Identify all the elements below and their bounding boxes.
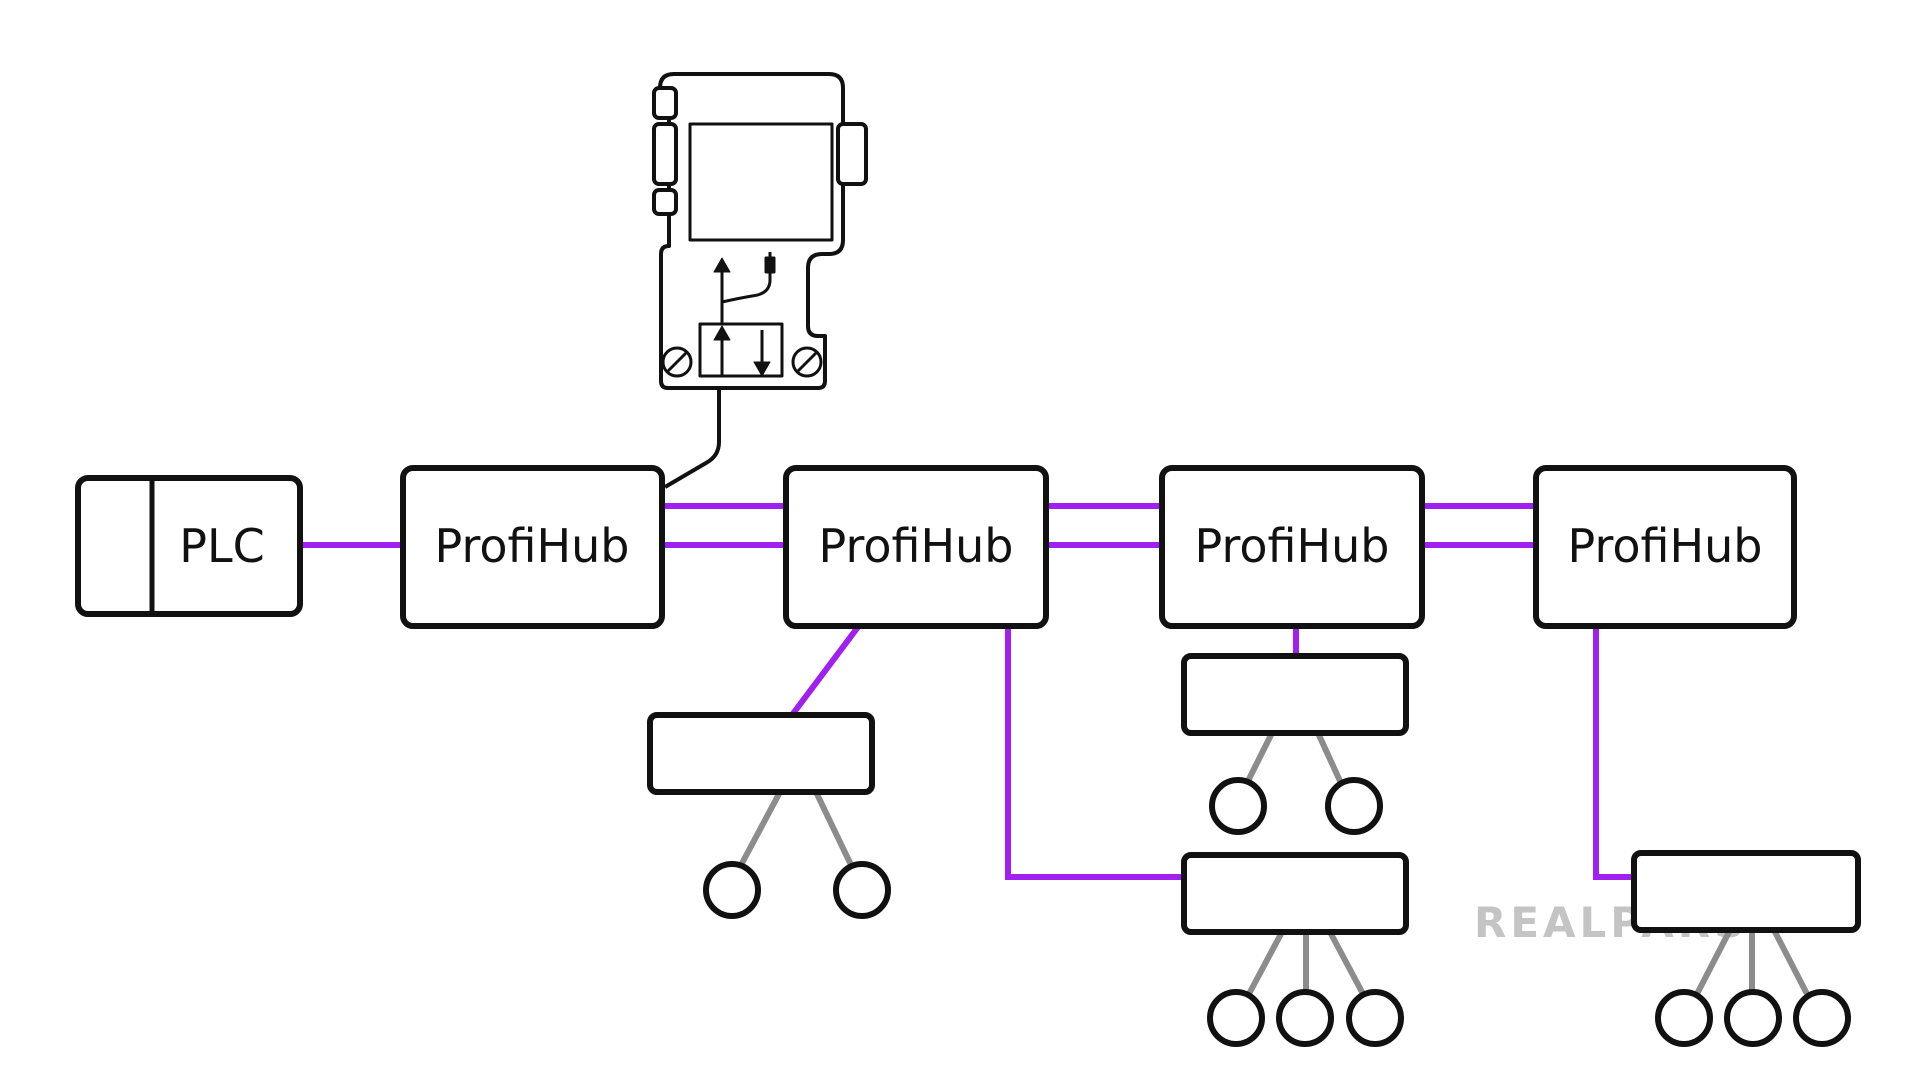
- bus-connector-plug: [652, 72, 868, 489]
- connector-window: [688, 122, 834, 242]
- plc-box: PLC: [75, 475, 303, 617]
- field-device: [1276, 989, 1334, 1047]
- connector-tab: [836, 122, 868, 186]
- device-line: [737, 789, 783, 870]
- connector-tab: [652, 188, 678, 216]
- connector-switch-box: [698, 322, 784, 378]
- connector-arrows: [713, 252, 776, 377]
- connector-screw-right: [791, 346, 823, 378]
- field-device: [1207, 989, 1265, 1047]
- slave-boxes: [647, 653, 1861, 935]
- slave-box-a: [647, 712, 875, 795]
- field-devices: [703, 777, 1851, 1047]
- device-line: [1695, 927, 1733, 995]
- field-device: [1724, 989, 1782, 1047]
- plc-label: PLC: [179, 519, 265, 573]
- connector-cable: [663, 388, 721, 489]
- device-line: [1327, 929, 1365, 995]
- field-device: [1325, 777, 1383, 835]
- profihub-4: ProfiHub: [1533, 465, 1797, 629]
- bus-lines: [297, 503, 1637, 880]
- profihub-3: ProfiHub: [1159, 465, 1425, 629]
- hub2-to-slave-c-line: [1005, 624, 1187, 880]
- hub2-to-slave-a-line: [789, 624, 861, 718]
- profihub-label: ProfiHub: [1195, 519, 1390, 573]
- device-line: [1771, 927, 1809, 995]
- device-line: [1315, 730, 1343, 784]
- profihub-label: ProfiHub: [1568, 519, 1763, 573]
- profihub-2: ProfiHub: [783, 465, 1049, 629]
- profihub-label: ProfiHub: [435, 519, 630, 573]
- connector-tab: [652, 122, 678, 186]
- device-lines: [737, 730, 1809, 995]
- field-device: [1209, 777, 1267, 835]
- slave-box-c: [1181, 852, 1409, 935]
- profihub-1: ProfiHub: [400, 465, 665, 629]
- field-device: [703, 861, 761, 919]
- connector-screw-left: [661, 346, 693, 378]
- device-line: [813, 789, 855, 870]
- device-line: [1245, 730, 1275, 784]
- slave-box-d: [1631, 850, 1861, 933]
- slave-box-b: [1181, 653, 1409, 736]
- device-line: [1247, 929, 1285, 995]
- field-device: [833, 861, 891, 919]
- profihub-label: ProfiHub: [819, 519, 1014, 573]
- field-device: [1793, 989, 1851, 1047]
- field-device: [1346, 989, 1404, 1047]
- field-device: [1655, 989, 1713, 1047]
- hub4-to-slave-d-line: [1593, 624, 1637, 880]
- connector-tab: [652, 86, 678, 120]
